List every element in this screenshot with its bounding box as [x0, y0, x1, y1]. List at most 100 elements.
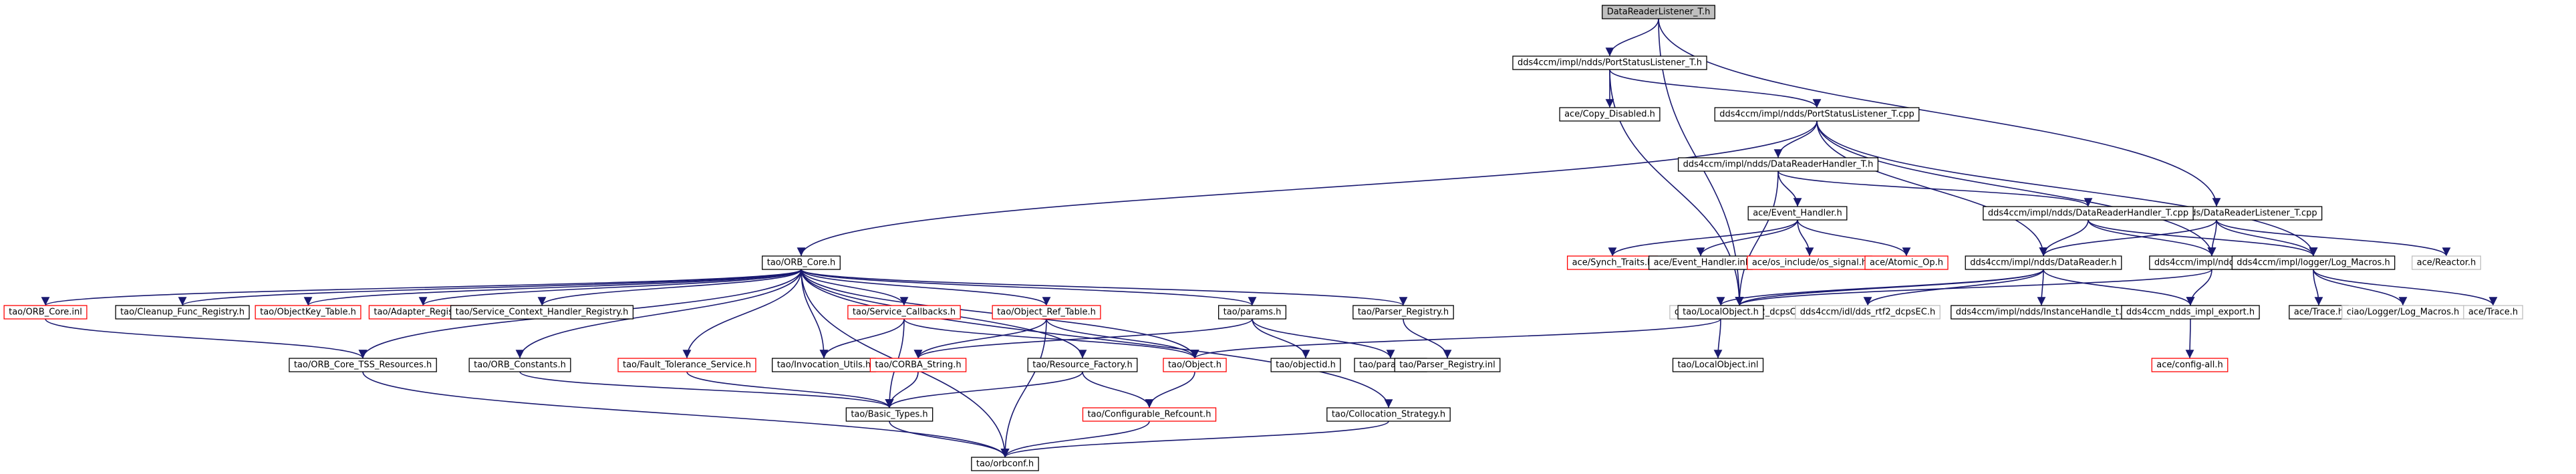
node-label: tao/ObjectKey_Table.h	[260, 308, 356, 318]
node-label: tao/orbconf.h	[976, 459, 1034, 469]
node-box	[1394, 358, 1501, 372]
node-box	[1965, 255, 2122, 270]
node-invoc[interactable]: tao/Invocation_Utils.h	[772, 358, 876, 372]
node-nddsexp[interactable]: dds4ccm_ndds_impl_export.h	[2121, 305, 2260, 320]
edge-orbcore-to-screg	[537, 269, 802, 306]
node-basictypes[interactable]: tao/Basic_Types.h	[845, 407, 934, 422]
edge-root-to-pstl_h	[1605, 18, 1659, 57]
node-datareader[interactable]: dds4ccm/impl/ndds/DataReader.h	[1965, 255, 2122, 270]
node-object[interactable]: tao/Object.h	[1163, 358, 1227, 372]
edge-pstl_cpp-to-logm	[1816, 120, 2318, 257]
node-label: ace/config-all.h	[2156, 360, 2223, 370]
node-box	[847, 305, 961, 320]
node-box	[845, 407, 934, 422]
edge-drh_h-to-drh_cpp	[1777, 170, 2093, 207]
edge-datareader-to-nddsexp	[2043, 269, 2195, 306]
node-label: tao/Object.h	[1168, 360, 1222, 370]
edge-orbcore-to-svccb	[801, 269, 909, 306]
edge-pstl_h-to-dcpsc	[1609, 69, 1744, 306]
node-box	[1559, 107, 1661, 122]
node-box	[1747, 206, 1848, 221]
node-synch[interactable]: ace/Synch_Traits.h	[1566, 255, 1659, 270]
node-box	[289, 358, 437, 372]
node-fault[interactable]: tao/Fault_Tolerance_Service.h	[617, 358, 756, 372]
node-label: tao/Collocation_Strategy.h	[1332, 410, 1445, 420]
node-localobj_inl[interactable]: tao/LocalObject.inl	[1672, 358, 1764, 372]
node-label: tao/Service_Callbacks.h	[853, 308, 956, 318]
node-svccb[interactable]: tao/Service_Callbacks.h	[847, 305, 961, 320]
node-label: ace/Event_Handler.h	[1753, 209, 1842, 219]
edge-utils-to-dcpsc	[1735, 269, 2212, 306]
node-ihandle[interactable]: dds4ccm/impl/ndds/InstanceHandle_t.h	[1951, 305, 2132, 320]
node-copy[interactable]: ace/Copy_Disabled.h	[1559, 107, 1661, 122]
node-pstl_h[interactable]: dds4ccm/impl/ndds/PortStatusListener_T.h	[1512, 55, 1707, 70]
node-box	[617, 358, 756, 372]
node-screg[interactable]: tao/Service_Context_Handler_Registry.h	[450, 305, 634, 320]
node-box	[971, 457, 1039, 471]
node-trace1[interactable]: ace/Trace.h	[2289, 305, 2349, 320]
node-drh_h[interactable]: dds4ccm/impl/ndds/DataReaderHandler_T.h	[1677, 157, 1879, 172]
node-orbcore[interactable]: tao/ORB_Core.h	[762, 255, 841, 270]
edge-orbcore-to-objkey	[303, 269, 802, 306]
edge-logm-to-ciaolog	[2313, 269, 2408, 306]
edge-params-to-objectid	[1252, 318, 1310, 359]
node-orbconf[interactable]: tao/orbconf.h	[971, 457, 1039, 471]
edge-drh_cpp-to-utils	[2088, 219, 2216, 257]
node-parser_inl[interactable]: tao/Parser_Registry.inl	[1394, 358, 1501, 372]
node-box	[1027, 358, 1138, 372]
edge-pstl_h-to-pstl_cpp	[1609, 69, 1822, 108]
node-label: dds4ccm/impl/logger/Log_Macros.h	[2237, 258, 2390, 268]
node-label: tao/ORB_Core_TSS_Resources.h	[294, 360, 432, 370]
node-evh_inl[interactable]: ace/Event_Handler.inl	[1648, 255, 1753, 270]
node-label: tao/Object_Ref_Table.h	[997, 308, 1096, 318]
node-logm[interactable]: dds4ccm/impl/logger/Log_Macros.h	[2231, 255, 2396, 270]
node-tss[interactable]: tao/ORB_Core_TSS_Resources.h	[289, 358, 437, 372]
node-signal[interactable]: ace/os_include/os_signal.h	[1747, 255, 1872, 270]
node-drh_cpp[interactable]: dds4ccm/impl/ndds/DataReaderHandler_T.cp…	[1983, 206, 2194, 221]
edge-orbcore-to-cleanup	[178, 269, 802, 306]
node-box	[1218, 305, 1287, 320]
node-label: tao/LocalObject.h	[1683, 308, 1759, 318]
edge-orbcore-to-orbconst	[515, 269, 802, 359]
edge-datareader-to-ihandle	[2037, 269, 2046, 306]
node-cleanup[interactable]: tao/Cleanup_Func_Registry.h	[115, 305, 250, 320]
node-label: ace/Synch_Traits.h	[1572, 258, 1653, 268]
node-resfact[interactable]: tao/Resource_Factory.h	[1027, 358, 1138, 372]
node-label: tao/Resource_Factory.h	[1032, 360, 1133, 370]
edge-fault-to-basictypes	[686, 371, 894, 408]
node-objkey[interactable]: tao/ObjectKey_Table.h	[255, 305, 362, 320]
node-atomic[interactable]: ace/Atomic_Op.h	[1864, 255, 1949, 270]
node-configall[interactable]: ace/config-all.h	[2151, 358, 2229, 372]
node-corbastr[interactable]: tao/CORBA_String.h	[869, 358, 967, 372]
edge-svccb-to-invoc	[819, 318, 905, 359]
node-box	[1270, 358, 1341, 372]
node-localobj[interactable]: tao/LocalObject.h	[1677, 305, 1764, 320]
edge-svccb-to-object	[903, 318, 1199, 359]
edge-localobj-to-localobj_inl	[1713, 318, 1723, 359]
node-objref[interactable]: tao/Object_Ref_Table.h	[992, 305, 1101, 320]
node-orbinl[interactable]: tao/ORB_Core.inl	[3, 305, 88, 320]
node-reactor: ace/Reactor.h	[2412, 255, 2481, 270]
edge-params-to-corbastr	[913, 318, 1253, 359]
node-box	[1677, 305, 1764, 320]
node-orbconst[interactable]: tao/ORB_Constants.h	[468, 358, 571, 372]
node-parser[interactable]: tao/Parser_Registry.h	[1352, 305, 1454, 320]
edge-drl_cpp-to-utils	[2207, 219, 2217, 257]
node-pstl_cpp[interactable]: dds4ccm/impl/ndds/PortStatusListener_T.c…	[1714, 107, 1920, 122]
node-label: dds4ccm/impl/ndds/InstanceHandle_t.h	[1956, 308, 2127, 318]
node-label: tao/Fault_Tolerance_Service.h	[623, 360, 751, 370]
node-params[interactable]: tao/params.h	[1218, 305, 1287, 320]
node-evh[interactable]: ace/Event_Handler.h	[1747, 206, 1848, 221]
node-ciaolog: ciao/Logger/Log_Macros.h	[2341, 305, 2464, 320]
node-label: dds4ccm/impl/ndds/DataReaderHandler_T.h	[1683, 160, 1874, 170]
node-cfgref[interactable]: tao/Configurable_Refcount.h	[1082, 407, 1217, 422]
node-label: dds4ccm_ndds_impl_export.h	[2126, 308, 2255, 318]
node-box	[450, 305, 634, 320]
edge-evh-to-signal	[1797, 219, 1814, 257]
edge-objref-to-object	[1046, 318, 1199, 359]
node-label: tao/LocalObject.inl	[1677, 360, 1758, 370]
node-colloc[interactable]: tao/Collocation_Strategy.h	[1326, 407, 1451, 422]
node-box	[1163, 358, 1227, 372]
edge-evh-to-atomic	[1797, 219, 1911, 257]
node-objectid[interactable]: tao/objectid.h	[1270, 358, 1341, 372]
